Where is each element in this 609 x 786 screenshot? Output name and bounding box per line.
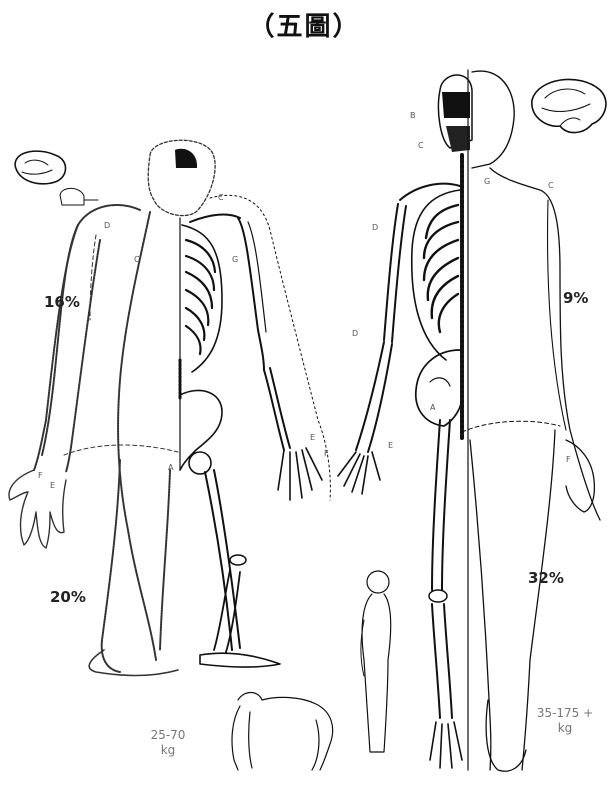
ape-human-skeleton-comparison-figure: DCC GEF FEA BCG CDE FDA bbox=[0, 50, 609, 786]
ape-lower-percentage-label: 20% bbox=[50, 588, 86, 606]
svg-text:D: D bbox=[372, 223, 378, 232]
human-skeleton bbox=[338, 155, 462, 768]
svg-text:F: F bbox=[566, 455, 571, 464]
human-weight-label: 35-175 + kg bbox=[522, 706, 608, 736]
svg-text:E: E bbox=[310, 433, 315, 442]
human-profile-silhouette bbox=[361, 571, 391, 752]
svg-text:C: C bbox=[418, 141, 424, 150]
svg-text:A: A bbox=[430, 403, 436, 412]
ape-brain-illustration bbox=[15, 151, 66, 184]
svg-text:G: G bbox=[484, 177, 490, 186]
svg-text:C: C bbox=[218, 193, 224, 202]
human-brain-illustration bbox=[532, 79, 606, 132]
human-lower-percentage-label: 32% bbox=[528, 569, 564, 587]
svg-text:E: E bbox=[388, 441, 393, 450]
ape-weight-range: 25-70 bbox=[138, 728, 198, 743]
ape-weight-label: 25-70 kg bbox=[138, 728, 198, 758]
svg-text:G: G bbox=[232, 255, 238, 264]
svg-text:E: E bbox=[50, 481, 55, 490]
svg-text:C: C bbox=[134, 255, 140, 264]
ape-quadruped-silhouette bbox=[232, 693, 333, 771]
svg-text:F: F bbox=[38, 471, 43, 480]
svg-text:B: B bbox=[410, 111, 416, 120]
ape-body-outline bbox=[9, 140, 215, 675]
svg-text:A: A bbox=[168, 463, 174, 472]
ape-skeleton bbox=[180, 195, 330, 667]
human-weight-range: 35-175 + bbox=[522, 706, 608, 721]
figure-title: （五圖） bbox=[0, 6, 609, 43]
svg-text:F: F bbox=[324, 449, 329, 458]
human-skull bbox=[438, 75, 472, 152]
human-body-outline bbox=[462, 70, 600, 771]
ape-upper-percentage-label: 16% bbox=[44, 293, 80, 311]
ape-weight-unit: kg bbox=[138, 743, 198, 758]
svg-text:C: C bbox=[548, 181, 554, 190]
svg-text:D: D bbox=[104, 221, 110, 230]
human-weight-unit: kg bbox=[522, 721, 608, 736]
ape-skull-small bbox=[60, 188, 98, 205]
human-upper-percentage-label: 9% bbox=[563, 289, 588, 307]
svg-text:D: D bbox=[352, 329, 358, 338]
